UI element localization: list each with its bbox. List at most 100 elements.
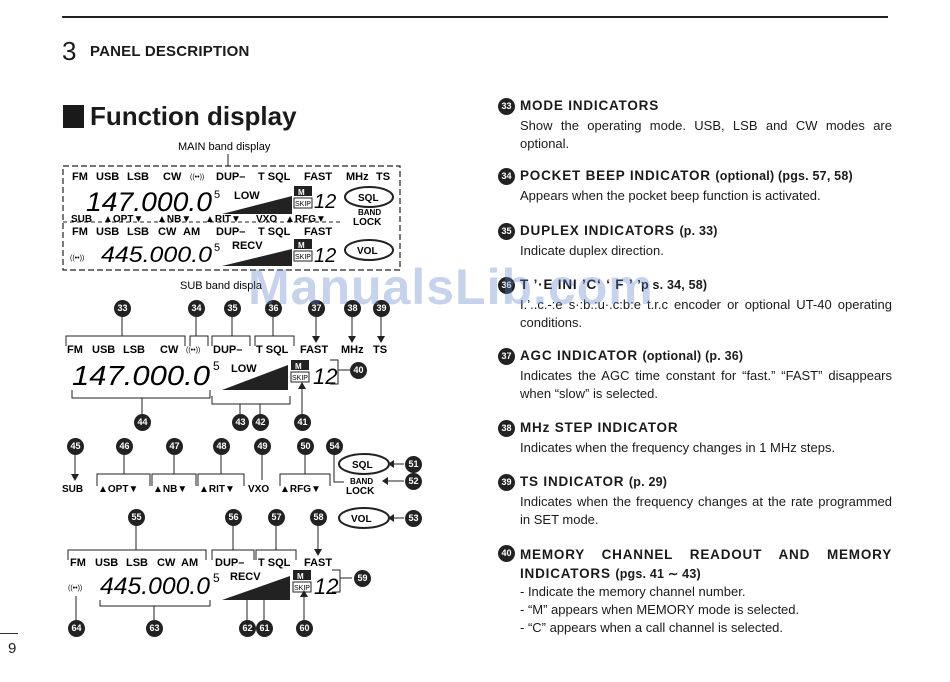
detail-sub-recv: RECV <box>230 571 261 583</box>
callout-64: 64 <box>68 620 85 637</box>
detail-channel: 12 <box>313 364 337 389</box>
lcd-ts: TS <box>376 171 390 183</box>
indicator-title-text: T ’·E INI ’C‘ ‘ F ’ <box>520 277 633 292</box>
lcd-dup: DUP– <box>216 171 245 183</box>
indicator-description: I.’..c.-:e s·:b.:u·.c:b:e t.r.c encoder … <box>520 297 892 330</box>
detail-ts: TS <box>373 344 387 356</box>
lcd-sub-fast: FAST <box>304 226 332 238</box>
detail-vxo: VXO <box>248 484 269 495</box>
callout-60: 60 <box>296 620 313 637</box>
callout-41: 41 <box>294 414 311 431</box>
callout-53: 53 <box>405 510 422 527</box>
indicator-number: 36 <box>498 277 515 294</box>
callout-54: 54 <box>326 438 343 455</box>
detail-sub-beep: ((••)) <box>68 585 82 592</box>
lcd-sub-m-box <box>294 239 312 249</box>
callout-58: 58 <box>310 509 327 526</box>
callout-45: 45 <box>67 438 84 455</box>
indicator-title: MEMORY CHANNEL READOUT AND MEMORY INDICA… <box>520 545 892 584</box>
detail-tsql: T SQL <box>256 344 289 356</box>
detail-sub-cw: CW <box>157 557 176 569</box>
detail-rfg: ▲RFG▼ <box>280 484 321 495</box>
lcd-skip-box <box>293 197 313 209</box>
detail-sub-channel: 12 <box>314 574 338 599</box>
lcd-sql: SQL <box>358 193 379 204</box>
indicator-title: MODE INDICATORS <box>520 98 659 113</box>
indicator-ref: (p. 33) <box>679 224 718 238</box>
detail-sub-usb: USB <box>95 557 118 569</box>
detail-sub-fast: FAST <box>304 557 332 569</box>
lcd-sub-mode-am: AM <box>183 226 200 238</box>
lcd-sub-mode-fm: FM <box>72 226 88 238</box>
detail-sub-frequency: 445.000.0 <box>100 573 211 600</box>
lcd-sub-skip: SKIP <box>295 254 311 261</box>
lcd-vol: VOL <box>357 246 378 257</box>
indicator-bullet: - “M” appears when MEMORY mode is select… <box>520 602 800 617</box>
detail-mode-usb: USB <box>92 344 115 356</box>
detail-mhz: MHz <box>341 344 364 356</box>
lcd-sub: SUB <box>71 214 92 225</box>
detail-skip: SKIP <box>292 375 308 382</box>
indicator-ref: ’p s. 34, 58) <box>637 278 708 292</box>
indicator-ref: (p. 29) <box>628 475 668 489</box>
lcd-mode-lsb: LSB <box>127 171 149 183</box>
detail-nb: ▲NB▼ <box>153 484 187 495</box>
lcd-sub-dup: DUP– <box>216 226 245 238</box>
full-lcd-panel: FM USB LSB CW ((••)) DUP– T SQL FAST MHz… <box>62 165 401 271</box>
callout-51: 51 <box>405 456 422 473</box>
function-display-diagram: MAIN band display FM USB LSB CW ((••)) D… <box>62 141 404 620</box>
detail-main-frequency: 147.000.0 <box>72 360 210 391</box>
sub-s-meter <box>222 249 292 266</box>
lcd-opt: ▲OPT▼ <box>103 214 143 225</box>
callout-62: 62 <box>239 620 256 637</box>
lcd-mode-fm: FM <box>72 171 88 183</box>
lcd-mode-cw: CW <box>163 171 182 183</box>
lcd-mhz: MHz <box>346 171 369 183</box>
top-rule <box>62 16 888 18</box>
detail-lock: LOCK <box>346 486 375 497</box>
detail-mode-cw: CW <box>160 344 179 356</box>
indicator-bullet: - Indicate the memory channel number. <box>520 584 746 599</box>
lcd-vxo: VXO <box>256 214 277 225</box>
indicator-title-text: AGC INDICATOR <box>520 348 638 363</box>
detail-sql: SQL <box>352 460 373 471</box>
detail-vol: VOL <box>351 514 372 525</box>
lcd-recv: RECV <box>232 240 263 252</box>
indicator-number: 35 <box>498 223 515 240</box>
callout-50: 50 <box>297 438 314 455</box>
lcd-band: BAND <box>358 208 381 217</box>
lcd-sub-five: 5 <box>214 242 220 254</box>
indicator-title-text: POCKET BEEP INDICATOR <box>520 168 711 183</box>
indicator-title: T ’·E INI ’C‘ ‘ F ’ ’p s. 34, 58) <box>520 277 707 292</box>
detail-sub-skip: SKIP <box>294 585 310 592</box>
indicator-number: 38 <box>498 420 515 437</box>
watermark: ManualsLib.com <box>248 259 654 315</box>
lcd-lock: LOCK <box>353 217 382 228</box>
detail-beep: ((••)) <box>186 347 200 354</box>
callout-57: 57 <box>268 509 285 526</box>
detail-sub-dup: DUP– <box>215 557 244 569</box>
callout-37: 37 <box>308 300 325 317</box>
lcd-sub-beep: ((••)) <box>70 255 84 262</box>
detail-mode-fm: FM <box>67 344 83 356</box>
lcd-mode-usb: USB <box>96 171 119 183</box>
lcd-m: M <box>298 188 305 197</box>
lcd-beep: ((••)) <box>190 174 204 181</box>
callout-46: 46 <box>116 438 133 455</box>
detail-sub-m: M <box>297 572 304 581</box>
lcd-main-frequency: 147.000.0 <box>86 187 212 217</box>
indicator-description: Indicates when the frequency changes in … <box>520 440 836 455</box>
sub-band-caption: SUB band displa <box>180 280 263 292</box>
main-band-detail: FM USB LSB CW ((••)) DUP– T SQL FAST MHz… <box>65 315 387 414</box>
page-title: Function display <box>90 101 297 131</box>
indicator-title: DUPLEX INDICATORS (p. 33) <box>520 223 718 238</box>
lcd-sub-frequency: 445.000.0 <box>101 242 213 267</box>
callout-48: 48 <box>213 438 230 455</box>
main-band-caption: MAIN band display <box>178 141 271 153</box>
lcd-rit: ▲RIT▼ <box>205 214 241 225</box>
indicator-description: Show the operating mode. USB, LSB and CW… <box>520 118 892 151</box>
lcd-sql-oval <box>344 186 394 208</box>
lcd-vol-oval <box>344 239 394 261</box>
detail-dup: DUP– <box>213 344 242 356</box>
indicator-title-text: MEMORY CHANNEL READOUT AND MEMORY INDICA… <box>520 547 892 581</box>
